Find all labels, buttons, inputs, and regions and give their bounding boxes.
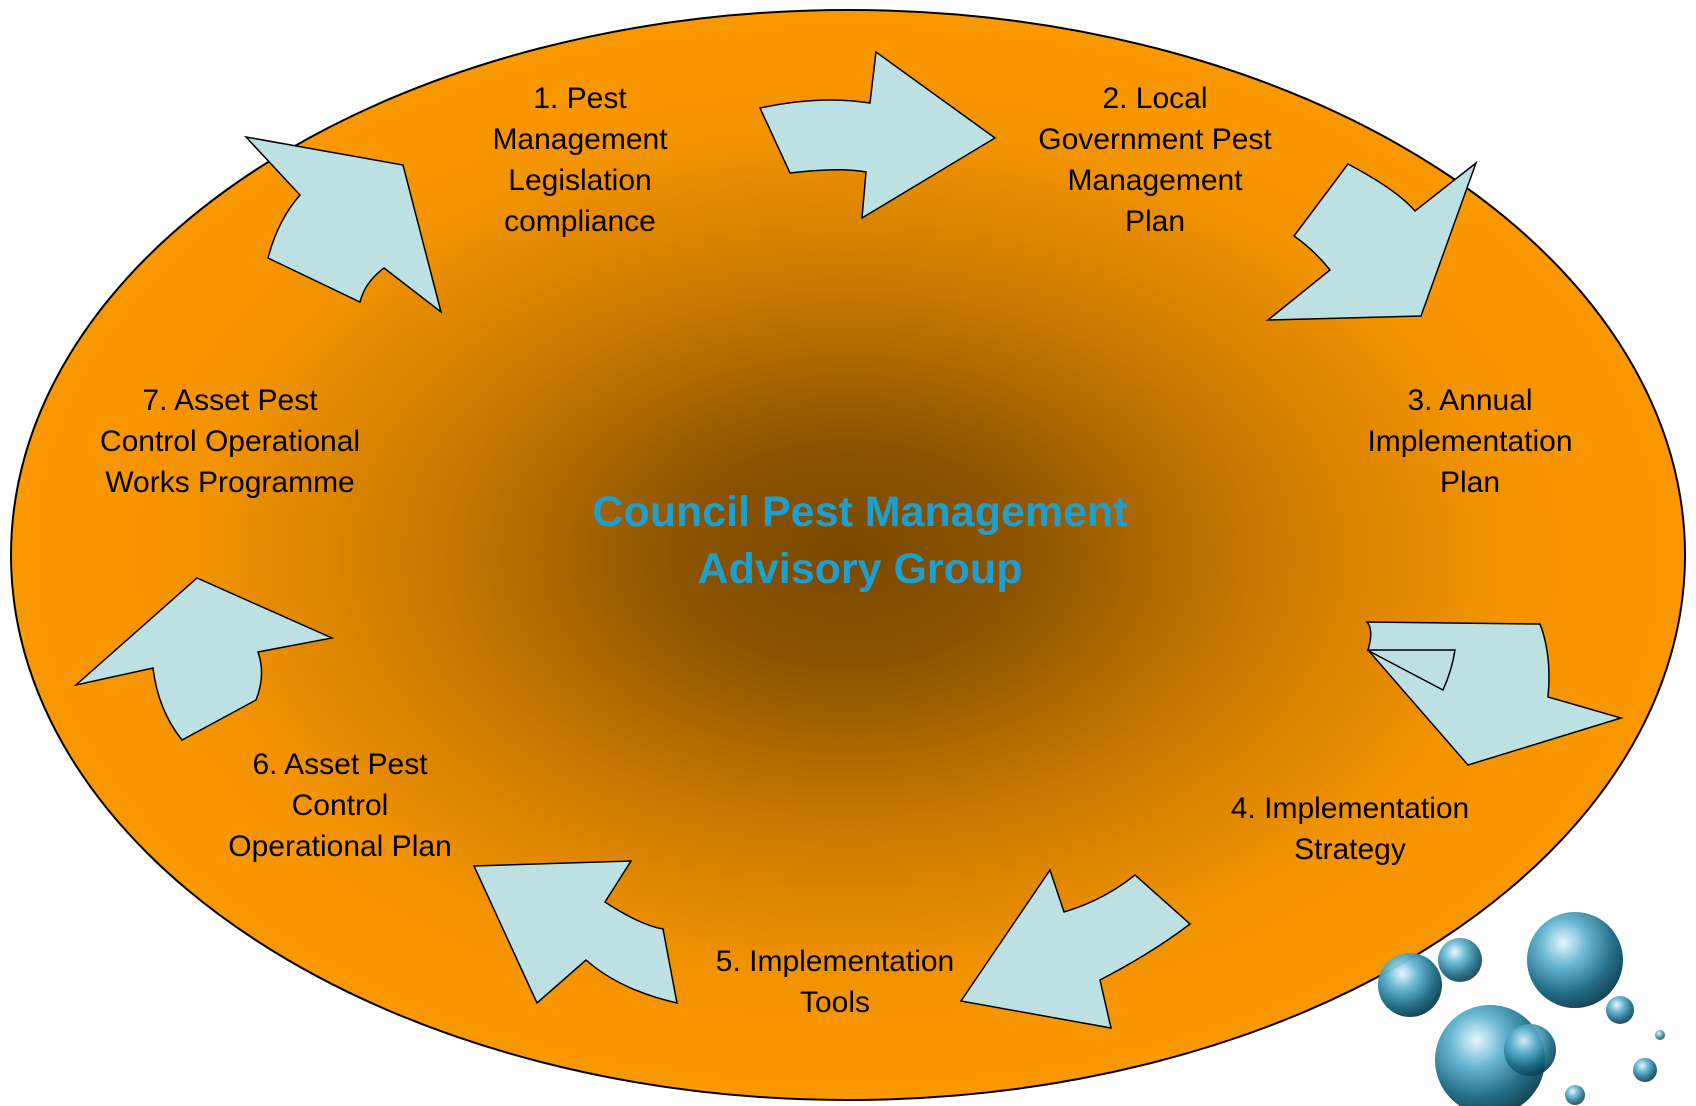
center-title-line: Advisory Group xyxy=(697,545,1023,593)
cycle-arrow-icon xyxy=(243,135,443,314)
cycle-arrow-icon xyxy=(73,577,335,741)
step-4-implementation-strategy: 4. Implementation Strategy xyxy=(1160,788,1540,870)
step-label-line: Plan xyxy=(1124,205,1186,238)
center-title-line: Council Pest Management xyxy=(592,488,1128,536)
step-label-line: Works Programme xyxy=(105,466,355,499)
step-1-pest-management-legislation: 1. Pest Management Legislation complianc… xyxy=(410,78,750,242)
step-3-annual-implementation-plan: 3. Annual Implementation Plan xyxy=(1300,380,1640,503)
step-label-line: 2. Local xyxy=(1102,82,1208,115)
step-label-line: Tools xyxy=(799,986,871,1019)
step-label-line: 5. Implementation xyxy=(715,945,955,978)
cycle-arrow-icon xyxy=(472,860,678,1005)
water-bubbles-icon xyxy=(1378,912,1665,1106)
step-label-line: Implementation xyxy=(1367,425,1573,458)
step-7-asset-pest-control-works-programme: 7. Asset Pest Control Operational Works … xyxy=(60,380,400,503)
step-label-line: 1. Pest xyxy=(533,82,627,115)
step-label-line: Plan xyxy=(1439,466,1501,499)
center-title: Council Pest Management Advisory Group xyxy=(460,484,1260,598)
step-label-line: Management xyxy=(1067,164,1243,197)
step-6-asset-pest-control-operational-plan: 6. Asset Pest Control Operational Plan xyxy=(180,744,500,867)
cycle-arrow-icon xyxy=(1265,160,1478,321)
step-label-line: Government Pest xyxy=(1038,123,1272,156)
step-label-line: Strategy xyxy=(1294,833,1406,866)
step-label-line: compliance xyxy=(504,205,656,238)
step-2-local-government-plan: 2. Local Government Pest Management Plan xyxy=(970,78,1340,242)
step-label-line: 6. Asset Pest xyxy=(252,748,428,781)
cycle-arrow-icon xyxy=(1365,621,1624,766)
step-label-line: 3. Annual xyxy=(1407,384,1533,417)
step-label-line: Legislation xyxy=(508,164,652,197)
cycle-arrow-icon xyxy=(959,868,1192,1029)
step-5-implementation-tools: 5. Implementation Tools xyxy=(645,941,1025,1023)
step-label-line: 4. Implementation xyxy=(1230,792,1470,825)
step-label-line: Control xyxy=(291,789,389,822)
step-label-line: Control Operational xyxy=(99,425,361,458)
cycle-arrow-icon xyxy=(758,50,997,220)
step-label-line: 7. Asset Pest xyxy=(142,384,318,417)
step-label-line: Management xyxy=(492,123,668,156)
step-label-line: Operational Plan xyxy=(228,830,452,863)
